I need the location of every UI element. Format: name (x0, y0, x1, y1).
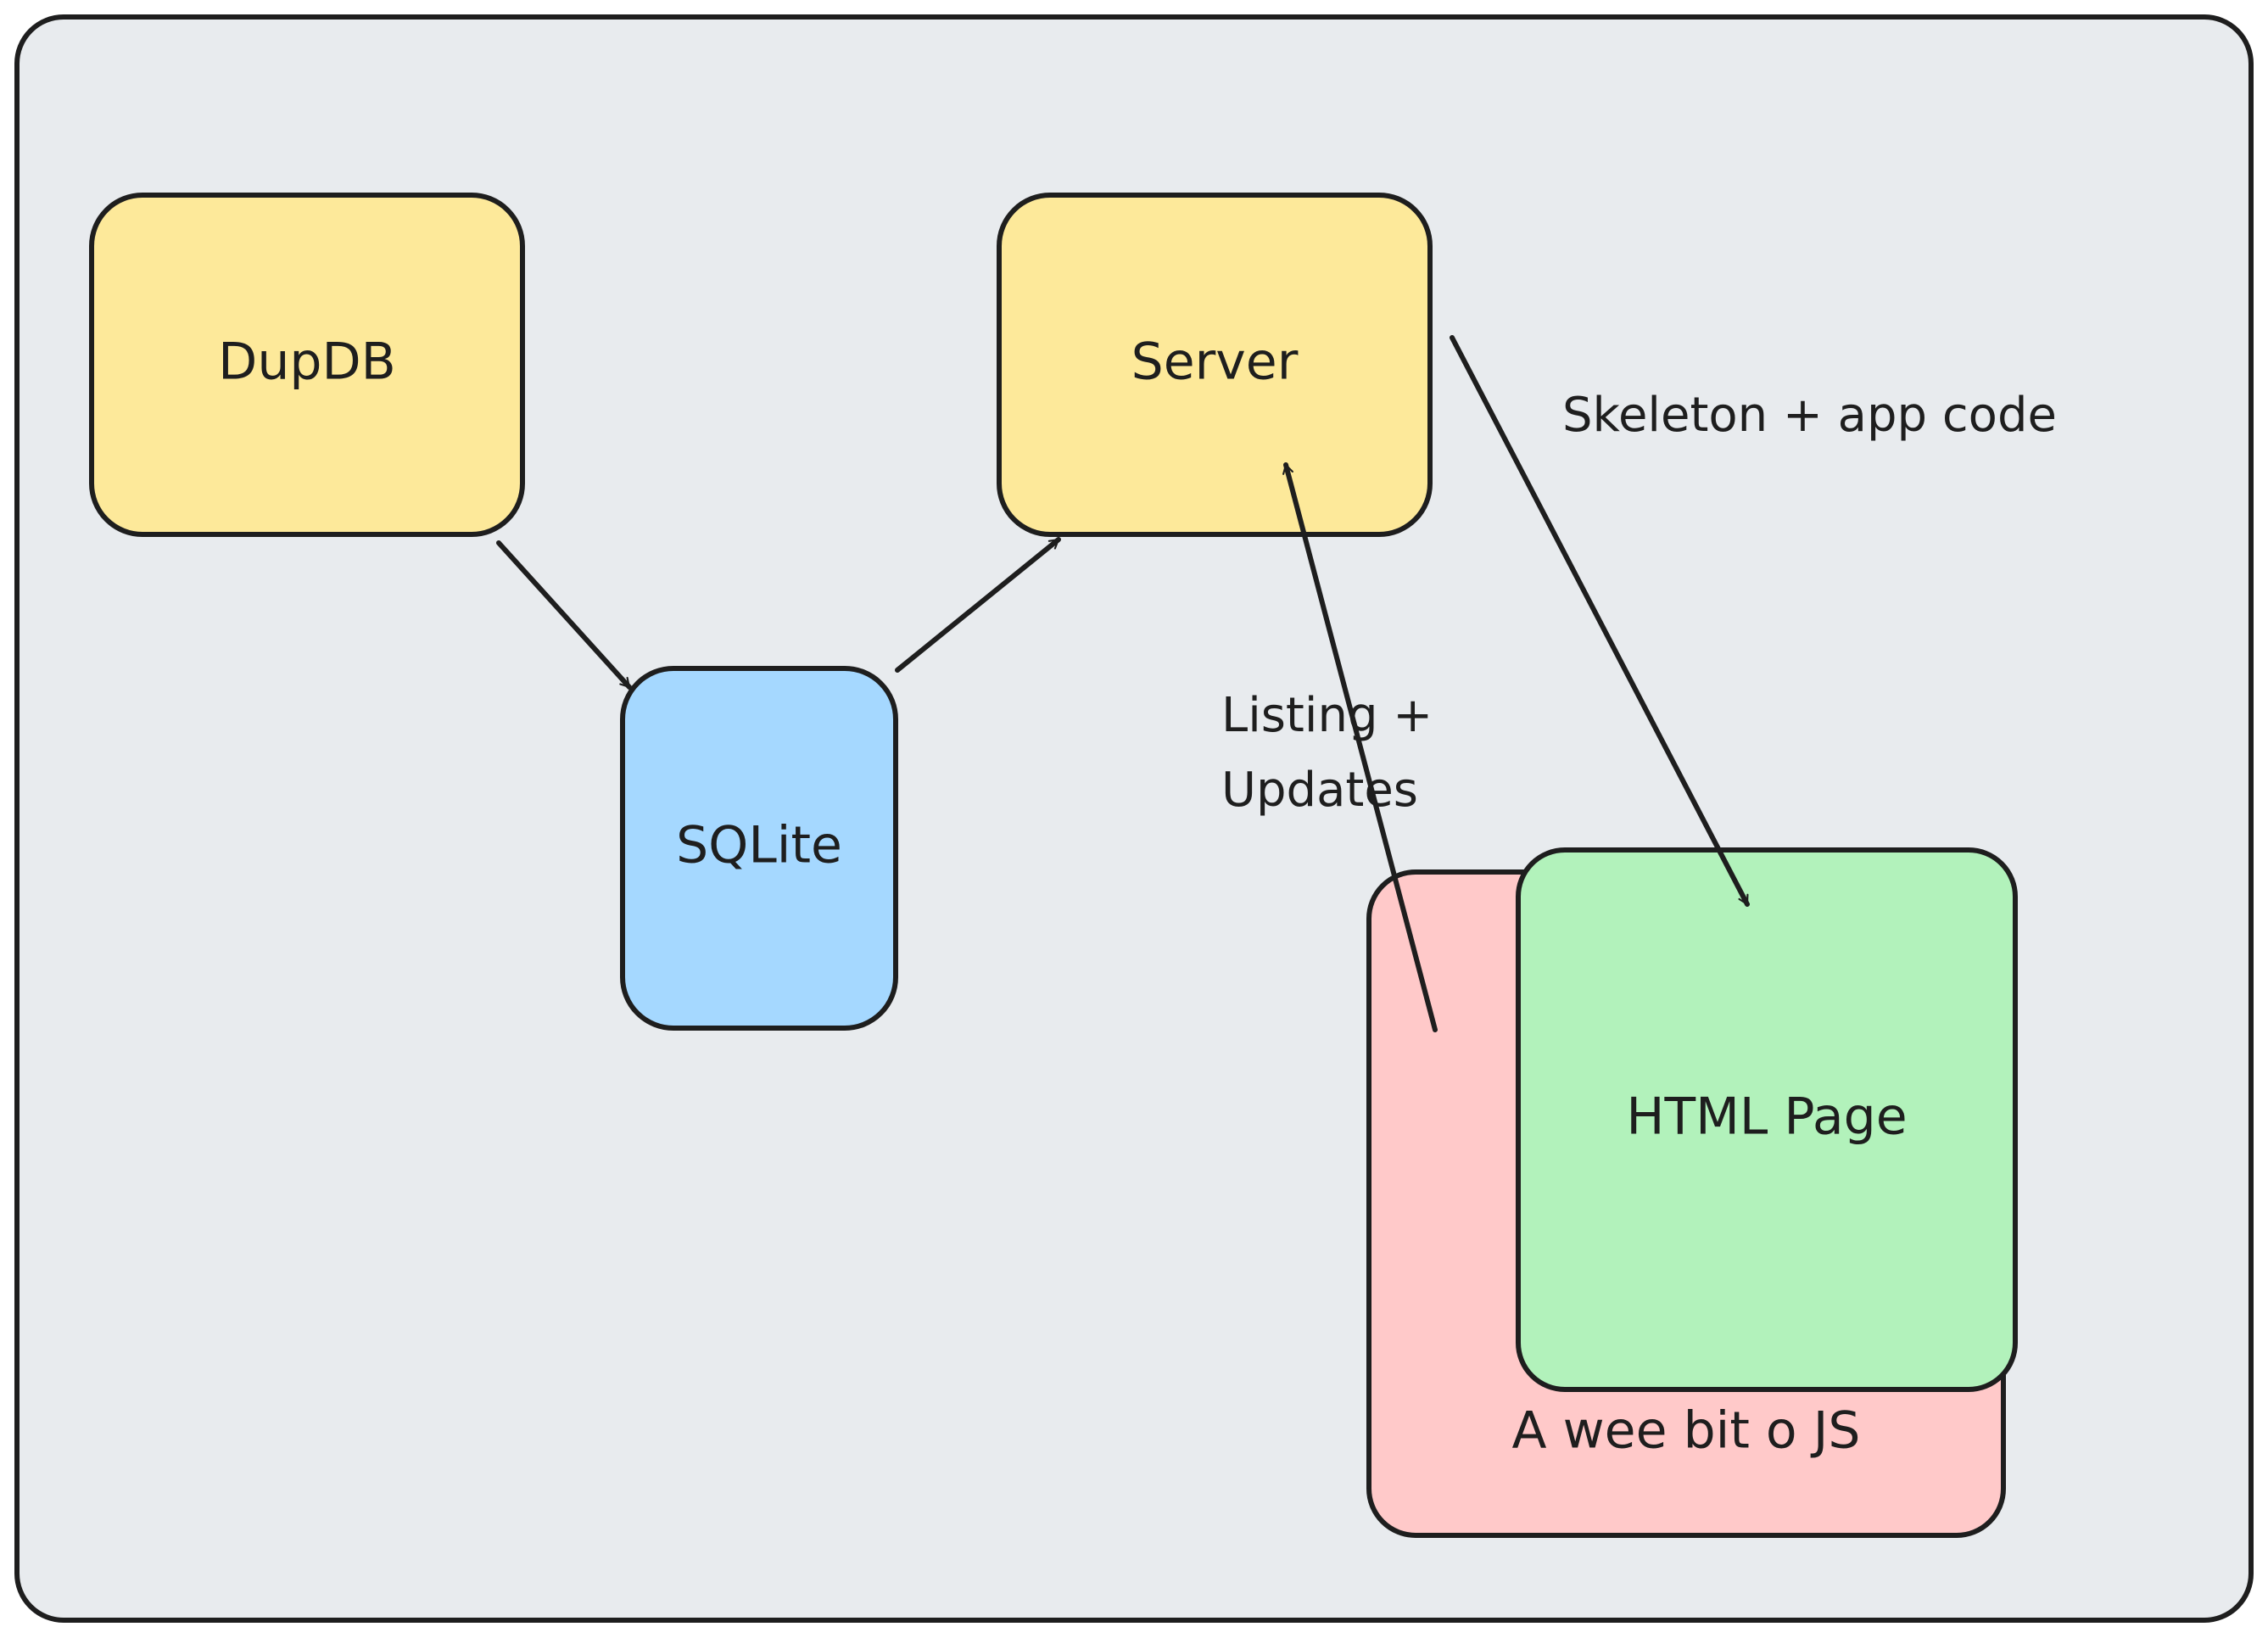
listing-edge-label-line2: Updates (1221, 763, 1418, 818)
html-page-box (1516, 847, 2018, 1392)
listing-edge-label-line1: Listing + (1221, 688, 1433, 743)
sqlite-box (620, 666, 898, 1031)
dupdb-to-sqlite-arrow (496, 540, 632, 690)
dupdb-box (89, 193, 525, 537)
html-page-node[interactable]: HTML Page (1516, 847, 2018, 1392)
sqlite-label: SQLite (676, 816, 842, 875)
server-node[interactable]: Server (997, 193, 1433, 537)
server-box (997, 193, 1433, 537)
server-label: Server (1131, 333, 1299, 392)
sqlite-to-server-arrow (895, 537, 1061, 673)
server-to-html-page-arrow (1450, 335, 1750, 907)
html-page-label: HTML Page (1626, 1087, 1907, 1147)
dupdb-node[interactable]: DupDB (89, 193, 525, 537)
js-label: A wee bit o JS (1511, 1401, 1860, 1461)
skeleton-edge-label: Skeleton + app code (1562, 388, 2057, 443)
js-to-server-arrow (1282, 462, 1438, 1032)
dupdb-label: DupDB (218, 333, 396, 392)
sqlite-node[interactable]: SQLite (620, 666, 898, 1031)
